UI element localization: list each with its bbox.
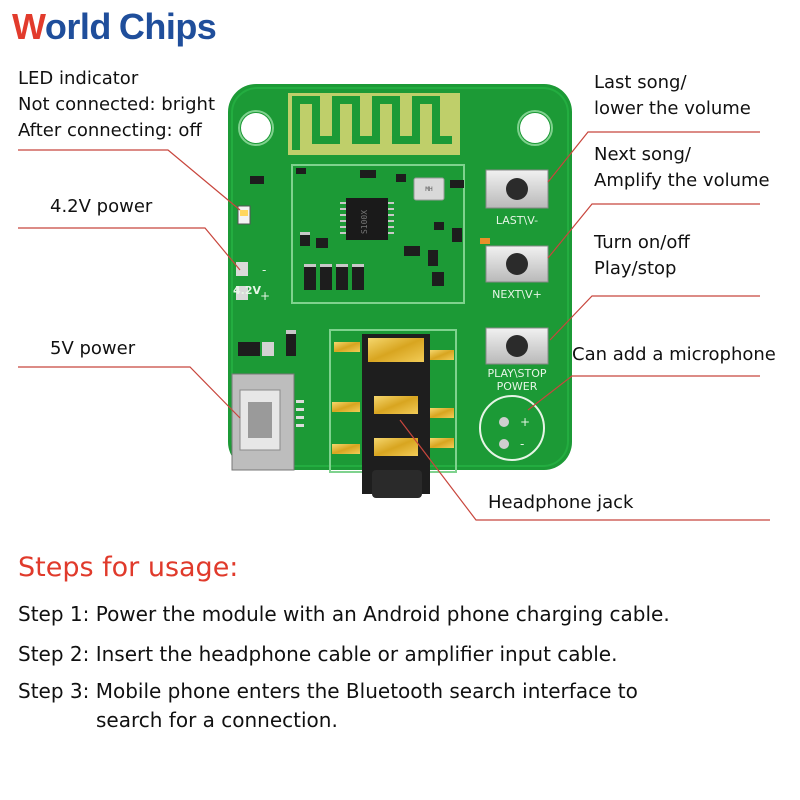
- next-button: [485, 245, 549, 283]
- turn-on-line2: Play/stop: [594, 258, 677, 279]
- last-song-line2: lower the volume: [594, 98, 751, 119]
- next-song-line2: Amplify the volume: [594, 170, 770, 191]
- last-button: [485, 169, 549, 209]
- steps-title: Steps for usage:: [18, 552, 239, 583]
- power-4v2-label: 4.2V power: [50, 196, 153, 217]
- turn-on-label: Turn on/off Play/stop: [594, 230, 690, 282]
- microphone-label: Can add a microphone: [572, 344, 776, 365]
- step-3-line2: search for a connection.: [96, 708, 338, 732]
- led-label-line1: LED indicator: [18, 68, 139, 89]
- svg-text:+: +: [520, 415, 530, 429]
- svg-text:MH: MH: [425, 186, 433, 193]
- play-stop-silk: PLAY\STOP: [487, 367, 546, 380]
- play-stop-button: [485, 327, 549, 365]
- next-song-line1: Next song/: [594, 144, 691, 165]
- brand-logo-chips: Chips: [118, 6, 217, 47]
- led-label-line3: After connecting: off: [18, 120, 202, 141]
- crystal-oscillator: [413, 177, 445, 201]
- micro-usb-connector: [231, 373, 295, 471]
- led-indicator-label: LED indicator Not connected: bright Afte…: [18, 66, 215, 144]
- turn-on-line1: Turn on/off: [594, 232, 690, 253]
- bluetooth-chip: [346, 198, 388, 240]
- last-song-label: Last song/ lower the volume: [594, 70, 751, 122]
- svg-text:-: -: [262, 263, 266, 277]
- last-song-line1: Last song/: [594, 72, 687, 93]
- power-silk: POWER: [497, 380, 538, 393]
- led-label-line2: Not connected: bright: [18, 94, 216, 115]
- headphone-jack-label: Headphone jack: [488, 492, 634, 513]
- power-4v2-pad: [236, 262, 248, 276]
- leader-lines: [18, 131, 770, 521]
- step-2: Step 2: Insert the headphone cable or am…: [18, 642, 618, 666]
- brand-logo-orld: orld: [44, 6, 112, 47]
- svg-text:+: +: [260, 289, 270, 303]
- power-5v-label: 5V power: [50, 338, 136, 359]
- chip-marking: S100X: [360, 210, 369, 234]
- mounting-hole: [520, 113, 550, 143]
- step-1: Step 1: Power the module with an Android…: [18, 602, 670, 626]
- next-song-label: Next song/ Amplify the volume: [594, 142, 770, 194]
- power-4v2-silk: 4.2V: [233, 284, 261, 297]
- headphone-jack: [362, 334, 430, 498]
- next-button-silk: NEXT\V+: [492, 288, 542, 301]
- microphone-pad: [479, 395, 545, 461]
- brand-logo-w: W: [12, 6, 45, 47]
- step-3-line1: Step 3: Mobile phone enters the Bluetoot…: [18, 679, 638, 703]
- mounting-hole: [241, 113, 271, 143]
- last-button-silk: LAST\V-: [496, 214, 538, 227]
- svg-text:-: -: [520, 437, 524, 451]
